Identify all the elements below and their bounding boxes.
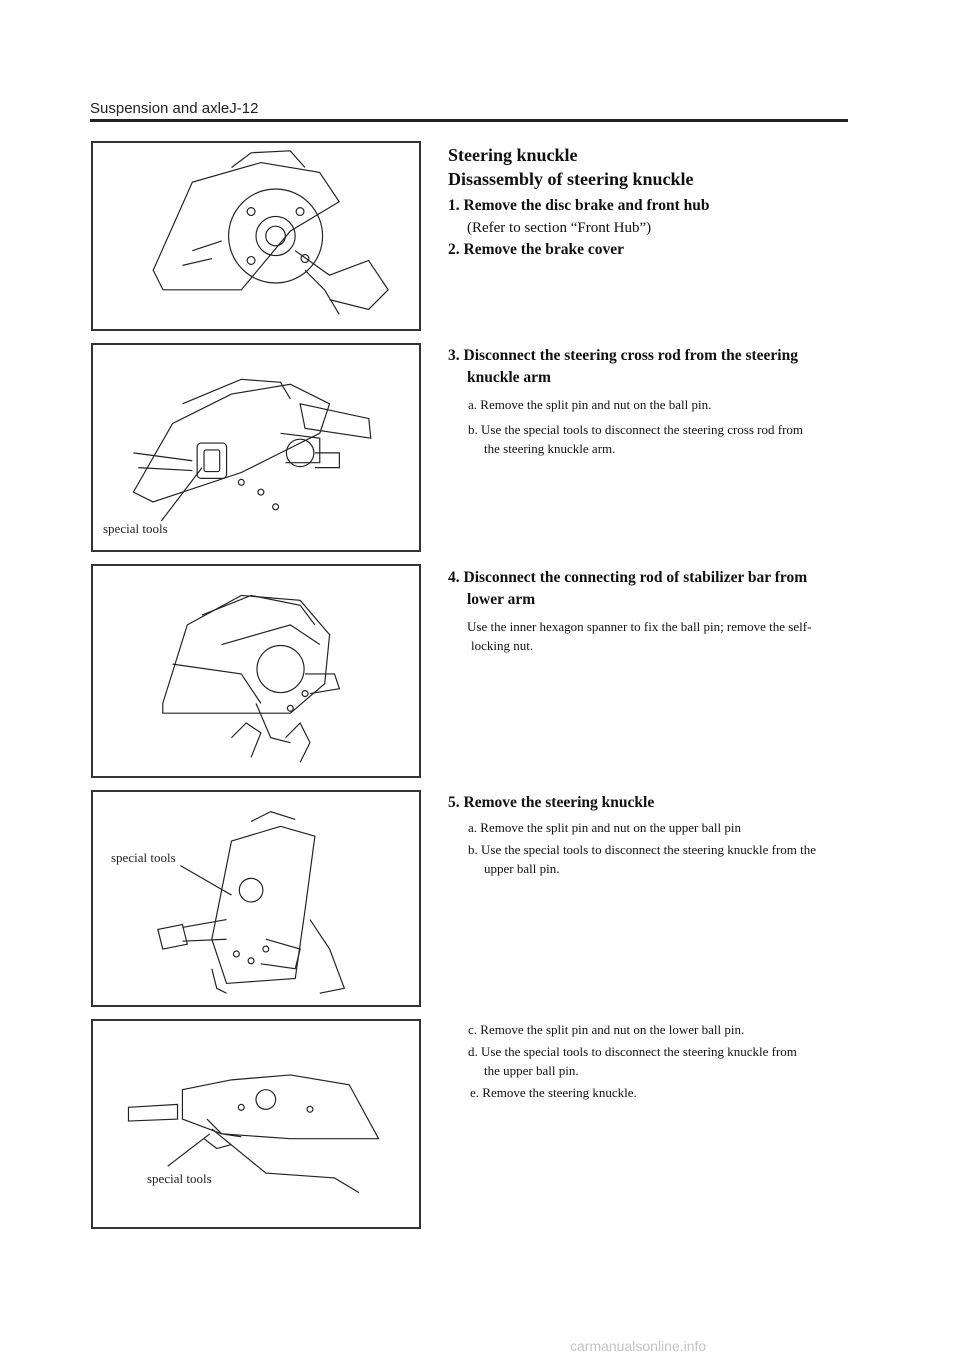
step-3b-cont: the steering knuckle arm. (484, 441, 616, 456)
page-header: Suspension and axleJ-12 (90, 100, 259, 117)
step-4-text: Use the inner hexagon spanner to fix the… (467, 619, 812, 634)
step-3b: b. Use the special tools to disconnect t… (468, 422, 804, 437)
step-3-title: 3. Disconnect the steering cross rod fro… (448, 347, 798, 364)
step-5b-cont: upper ball pin. (484, 861, 560, 876)
watermark: carmanualsonline.info (570, 1338, 707, 1354)
figure-upper-ball-pin: special tools (91, 790, 421, 1007)
section-step-5: 5. Remove the steering knuckle a. Remove… (448, 792, 848, 878)
step-2: 2. Remove the brake cover (448, 241, 625, 258)
figure-lower-ball-pin: special tools (91, 1019, 421, 1229)
step-5e: e. Remove the steering knuckle. (470, 1085, 637, 1100)
lower-ball-pin-illustration (127, 1074, 380, 1194)
figure-cross-rod: special tools (91, 343, 421, 552)
upper-ball-pin-illustration (157, 810, 346, 994)
step-4-text-cont: locking nut. (471, 638, 534, 653)
section-step-4: 4. Disconnect the connecting rod of stab… (448, 567, 848, 655)
section-title: Steering knuckle (448, 145, 578, 165)
cross-rod-illustration (132, 378, 372, 522)
figure-brake-cover (91, 141, 421, 331)
step-5b: b. Use the special tools to disconnect t… (468, 842, 817, 857)
step-5d-cont: the upper ball pin. (484, 1063, 579, 1078)
step-5d: d. Use the special tools to disconnect t… (468, 1044, 797, 1059)
step-3-title-cont: knuckle arm (467, 369, 551, 386)
step-5c: c. Remove the split pin and nut on the l… (468, 1022, 745, 1037)
step-1: 1. Remove the disc brake and front hub (448, 197, 710, 214)
step-1-note: (Refer to section “Front Hub”) (467, 220, 652, 236)
section-step-5-cont: c. Remove the split pin and nut on the l… (448, 1020, 848, 1102)
callout-special-tools: special tools (109, 850, 178, 866)
section-steering-knuckle: Steering knuckle Disassembly of steering… (448, 143, 848, 261)
step-5-title: 5. Remove the steering knuckle (448, 794, 655, 811)
section-subtitle: Disassembly of steering knuckle (448, 169, 694, 189)
step-3a: a. Remove the split pin and nut on the b… (468, 397, 712, 412)
callout-special-tools: special tools (101, 521, 170, 537)
callout-special-tools: special tools (145, 1171, 214, 1187)
step-5a: a. Remove the split pin and nut on the u… (468, 820, 741, 835)
header-rule (90, 119, 848, 122)
step-4-title: 4. Disconnect the connecting rod of stab… (448, 569, 808, 586)
figure-stabilizer-rod (91, 564, 421, 778)
brake-cover-illustration (152, 150, 389, 315)
section-step-3: 3. Disconnect the steering cross rod fro… (448, 345, 848, 458)
step-4-title-cont: lower arm (467, 591, 536, 608)
stabilizer-rod-illustration (162, 594, 341, 763)
